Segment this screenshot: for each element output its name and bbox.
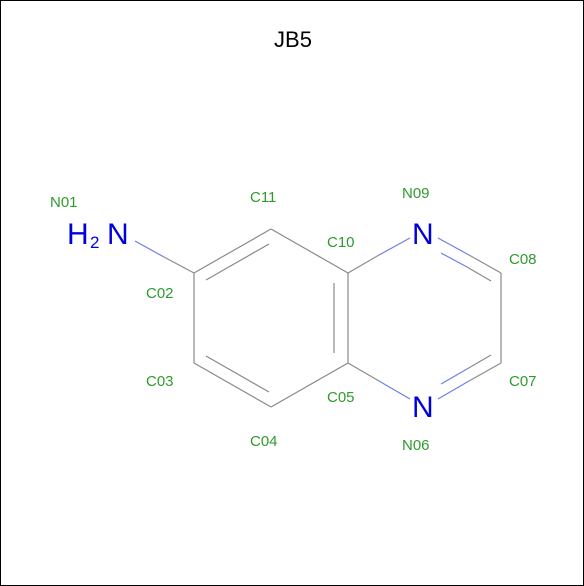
bond-inner-C04-C03 bbox=[205, 355, 270, 393]
bond-C10-N09-hetero bbox=[378, 237, 411, 256]
atom-label-c08: C08 bbox=[509, 251, 537, 268]
atom-label-c02: C02 bbox=[146, 285, 174, 302]
ring-n-bottom-symbol: N bbox=[412, 391, 434, 424]
bond-C02-N01-hetero bbox=[134, 240, 165, 258]
bond-N09-C08-b bbox=[468, 254, 502, 274]
amine-h-subscript: 2 bbox=[90, 233, 99, 252]
atom-label-n01: N01 bbox=[50, 194, 78, 211]
bond-C10-N09 bbox=[347, 254, 380, 274]
atom-label-n09: N09 bbox=[402, 185, 430, 202]
bond-C11-C10 bbox=[270, 228, 349, 274]
amine-h-symbol: H bbox=[67, 218, 89, 251]
bond-C05-N06 bbox=[347, 362, 380, 382]
bond-N06-C07-b bbox=[468, 362, 502, 382]
atom-label-c04: C04 bbox=[250, 433, 278, 450]
bond-C02-C11 bbox=[193, 228, 272, 274]
bond-N09-C08-inner-b bbox=[466, 266, 492, 282]
bond-N09-C08 bbox=[437, 237, 470, 256]
bond-inner-C02-C11 bbox=[205, 243, 270, 281]
atom-label-c07: C07 bbox=[509, 373, 537, 390]
bond-C05-C04 bbox=[270, 362, 349, 408]
amine-n-symbol: N bbox=[107, 218, 129, 251]
atom-label-c05: C05 bbox=[327, 389, 355, 406]
bond-N06-C07 bbox=[437, 380, 470, 400]
bond-N09-C08-inner bbox=[440, 252, 468, 268]
bond-N06-C07-inner-b bbox=[466, 354, 492, 370]
bond-C05-N06-hetero bbox=[378, 380, 411, 400]
atom-label-c03: C03 bbox=[146, 373, 174, 390]
bond-C02-N01 bbox=[163, 256, 195, 274]
atom-label-n06: N06 bbox=[402, 437, 430, 454]
atom-label-c11: C11 bbox=[250, 189, 276, 206]
atom-label-c10: C10 bbox=[327, 234, 355, 251]
bond-C04-C03 bbox=[193, 362, 272, 408]
bond-N06-C07-inner bbox=[440, 368, 468, 385]
ring-n-top-symbol: N bbox=[412, 218, 434, 251]
molecule-title: JB5 bbox=[274, 27, 312, 52]
